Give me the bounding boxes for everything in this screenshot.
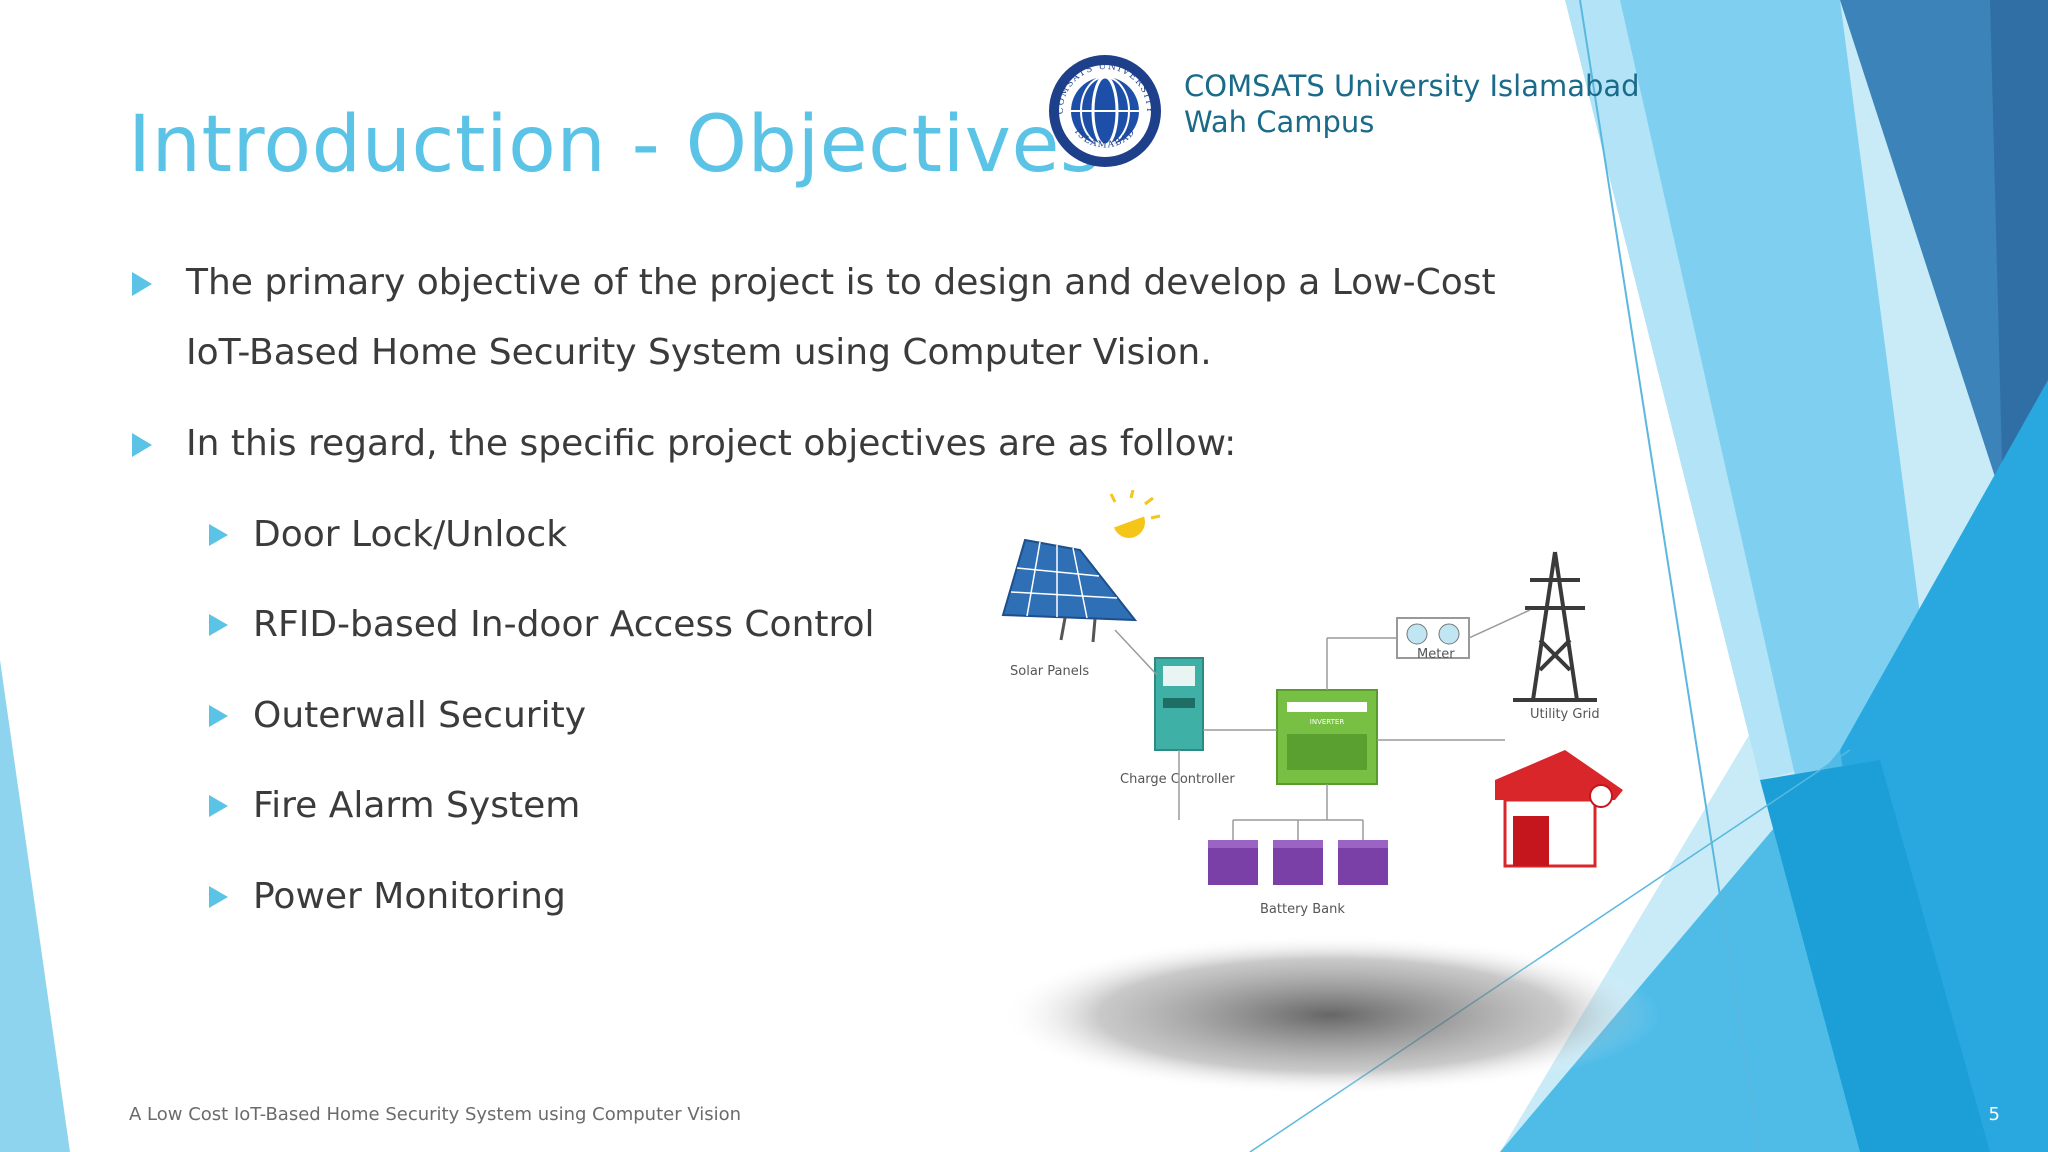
meter-icon: [1396, 617, 1470, 659]
university-seal-icon: COMSATS UNIVERSITY ISLAMABAD: [1049, 55, 1161, 167]
left-shape: [0, 660, 70, 1152]
bullet-text: In this regard, the specific project obj…: [186, 423, 1237, 464]
sub-bullet-text: RFID-based In-door Access Control: [253, 604, 875, 645]
label-charge-controller: Charge Controller: [1120, 772, 1235, 787]
bullet-arrow-icon: [209, 705, 228, 727]
label-battery-bank: Battery Bank: [1260, 902, 1345, 917]
solar-power-diagram: Solar Panels Charge Controller INVERTER …: [970, 490, 1660, 1095]
footer-text: A Low Cost IoT-Based Home Security Syste…: [129, 1104, 742, 1125]
house-icon: [1495, 750, 1623, 868]
slide-title: Introduction - Objectives: [128, 100, 1102, 190]
bullet-text: The primary objective of the project is …: [186, 262, 1496, 373]
sub-bullet-text: Fire Alarm System: [253, 785, 581, 826]
label-solar-panels: Solar Panels: [1010, 664, 1089, 679]
sub-bullet-text: Door Lock/Unlock: [253, 514, 568, 555]
utility-tower-icon: [1513, 551, 1597, 702]
solar-panel-icon: [1001, 538, 1138, 643]
sub-bullet-item: Power Monitoring: [209, 862, 566, 932]
sub-bullet-text: Power Monitoring: [253, 876, 566, 917]
charge-controller-icon: [1154, 657, 1204, 751]
right-facet-deep: [1760, 760, 1990, 1152]
sub-bullet-item: Fire Alarm System: [209, 771, 581, 841]
battery-bank-icon: [1208, 840, 1388, 885]
institution-line-1: COMSATS University Islamabad: [1184, 69, 1640, 103]
institution-line-2: Wah Campus: [1184, 105, 1375, 139]
label-utility-grid: Utility Grid: [1530, 707, 1600, 722]
bullet-arrow-icon: [209, 524, 228, 546]
inverter-icon: INVERTER: [1276, 689, 1378, 785]
bullet-arrow-icon: [132, 433, 152, 457]
deco-line-1: [1579, 0, 1761, 1152]
label-meter: Meter: [1417, 647, 1455, 662]
bullet-arrow-icon: [209, 795, 228, 817]
page-number: 5: [1988, 1104, 2000, 1125]
sub-bullet-item: RFID-based In-door Access Control: [209, 590, 875, 660]
sub-bullet-text: Outerwall Security: [253, 695, 586, 736]
sun-icon: [1109, 490, 1161, 538]
inverter-label: INVERTER: [1310, 718, 1345, 726]
bullet-arrow-icon: [132, 272, 152, 296]
diagram-shadow: [1000, 935, 1660, 1095]
institution-name: COMSATS University Islamabad Wah Campus: [1184, 68, 1640, 140]
wiring-lines: [1114, 609, 1531, 840]
bullet-arrow-icon: [209, 886, 228, 908]
bullet-item: The primary objective of the project is …: [132, 248, 1566, 388]
bullet-item: In this regard, the specific project obj…: [132, 409, 1566, 479]
bullet-arrow-icon: [209, 614, 228, 636]
sub-bullet-item: Outerwall Security: [209, 681, 586, 751]
sub-bullet-item: Door Lock/Unlock: [209, 500, 568, 570]
